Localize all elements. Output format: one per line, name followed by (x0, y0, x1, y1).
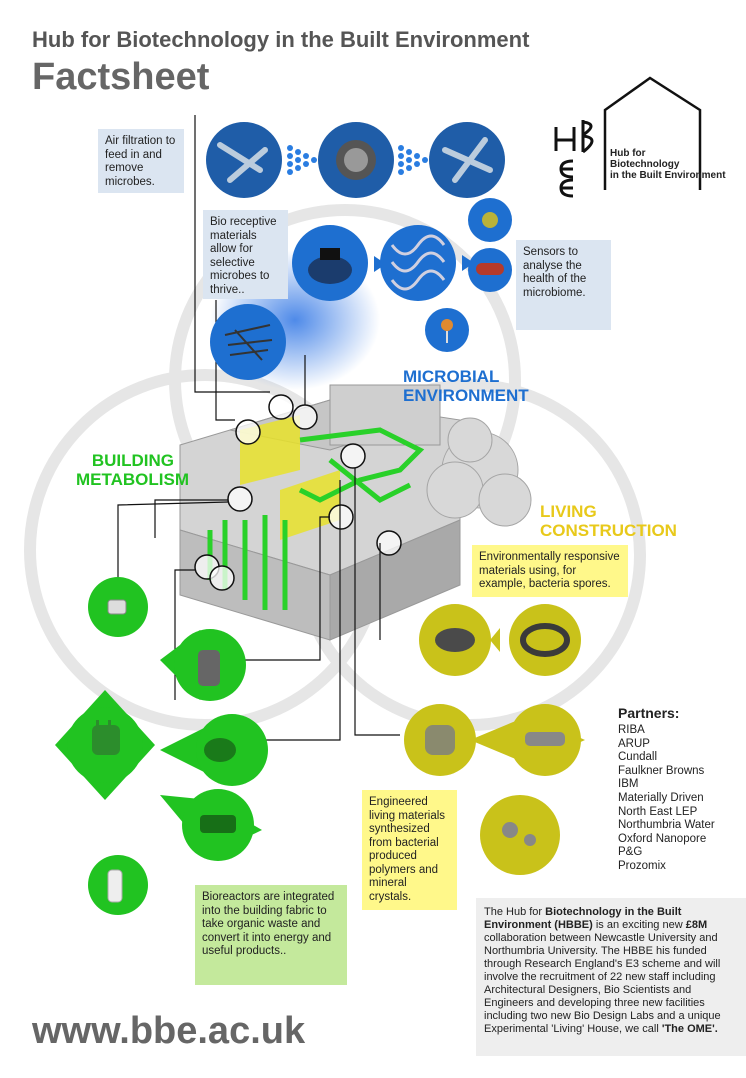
partner-item: Prozomix (618, 859, 666, 872)
callout-bioreactors: Bioreactors are integrated into the buil… (195, 885, 347, 985)
callout-sensors: Sensors to analyse the health of the mic… (516, 240, 611, 330)
partners-list: Partners: RIBA ARUP Cundall Faulkner Bro… (618, 705, 715, 874)
label-living-1: LIVING (540, 502, 597, 521)
logo-line-1: Hub for (610, 148, 646, 159)
website-url[interactable]: www.bbe.ac.uk (32, 1010, 306, 1052)
partner-item: North East LEP (618, 805, 698, 818)
partner-item: P&G (618, 846, 643, 859)
callout-engineered: Engineered living materials synthesized … (362, 790, 457, 910)
callout-air-filtration: Air filtration to feed in and remove mic… (98, 129, 184, 193)
about-part: is an exciting new (592, 919, 686, 931)
about-text: The Hub for Biotechnology in the Built E… (476, 898, 746, 1056)
about-part: The Hub for (484, 906, 546, 918)
about-bold: Biotechnology in the Built Environment (… (484, 906, 682, 931)
logo-letters (554, 120, 594, 198)
callout-bio-receptive: Bio receptive materials allow for select… (203, 210, 288, 299)
partner-item: Faulkner Browns (618, 764, 705, 777)
about-bold: 'The OME'. (661, 1023, 718, 1035)
page-title: Factsheet (32, 56, 210, 98)
about-bold: £8M (685, 919, 708, 931)
label-microbial-2: ENVIRONMENT (403, 386, 529, 405)
label-living-2: CONSTRUCTION (540, 521, 677, 540)
partner-item: IBM (618, 778, 639, 791)
logo-line-2: Biotechnology (610, 159, 680, 170)
partners-heading: Partners: (618, 705, 680, 721)
label-building-2: METABOLISM (76, 470, 190, 489)
callout-environmental: Environmentally responsive materials usi… (472, 545, 628, 597)
subtitle: Hub for Biotechnology in the Built Envir… (32, 27, 530, 52)
partner-item: Materially Driven (618, 791, 704, 804)
logo-house (603, 76, 702, 190)
label-microbial-1: MICROBIAL (403, 367, 500, 386)
partner-item: Northumbria Water (618, 819, 715, 832)
about-part: collaboration between Newcastle Universi… (484, 932, 721, 1035)
label-building-1: BUILDING (91, 451, 174, 470)
partner-item: Oxford Nanopore (618, 832, 707, 845)
logo-line-3: in the Built Environment (610, 170, 726, 181)
partner-item: RIBA (618, 724, 645, 736)
partner-item: Cundall (618, 751, 657, 764)
partner-item: ARUP (618, 737, 650, 750)
